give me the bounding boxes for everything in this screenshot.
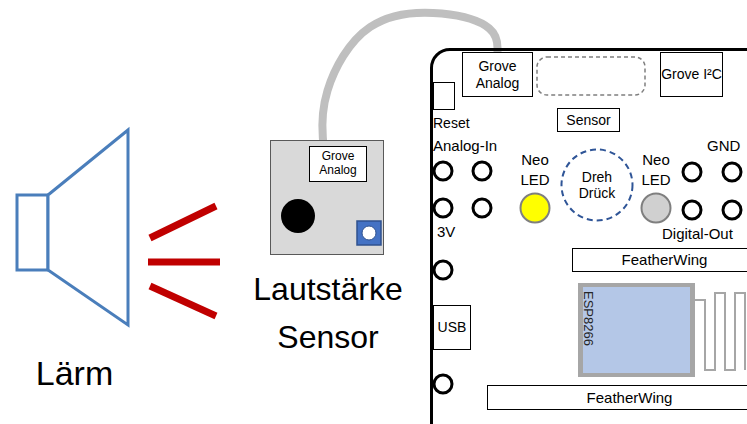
- pin-hole: [723, 163, 741, 181]
- rotary-encoder: Dreh Drück: [560, 148, 634, 222]
- potentiometer-knob: [362, 226, 376, 240]
- grove-connector: Grove Analog: [462, 52, 533, 97]
- sound-wave: [150, 206, 216, 238]
- microphone: [281, 199, 315, 233]
- led-outline: [642, 194, 671, 223]
- node-label: FeatherWing: [622, 251, 708, 268]
- node-label: Grove Analog: [463, 58, 532, 90]
- pin-hole: [683, 201, 701, 219]
- label-slot: FeatherWing: [573, 249, 747, 271]
- antenna-trace: [695, 293, 745, 370]
- label-slot: Lärm: [12, 353, 137, 394]
- pin-hole: [473, 162, 491, 180]
- optional-slot: [537, 57, 645, 95]
- label-slot: ESP8266: [596, 289, 651, 307]
- loudspeaker-graphic: [12, 125, 137, 330]
- sensor-chip: Sensor: [557, 108, 620, 132]
- label-slot: Lautstärke Sensor: [228, 265, 428, 361]
- neo-led-graphic: [519, 192, 551, 224]
- node-label: Reset: [433, 115, 470, 132]
- grove-connector: Grove Analog: [309, 146, 367, 182]
- node-label: Dreh Drück: [568, 169, 626, 201]
- sound-wave: [148, 259, 220, 266]
- node-label: USB: [438, 319, 467, 335]
- grove-connector: Grove I²C: [660, 52, 723, 97]
- node-label: ESP8266: [580, 291, 596, 346]
- node-label: Analog-In: [433, 137, 497, 155]
- node-label: GND: [707, 137, 740, 155]
- node-label: Digital-Out: [662, 225, 733, 243]
- node-label: Lärm: [12, 353, 137, 394]
- label-slot: USB: [434, 306, 470, 349]
- label-slot: Analog-In: [433, 137, 497, 155]
- wifi-module: ESP8266: [578, 283, 695, 377]
- label-slot: Grove Analog: [463, 53, 532, 96]
- pin-hole: [683, 163, 701, 181]
- pin-hole: [723, 201, 741, 219]
- neo-led-graphic: [640, 192, 672, 224]
- node-label: Sensor: [566, 112, 610, 128]
- node-label: FeatherWing: [587, 389, 673, 406]
- label-slot: GND: [707, 137, 740, 155]
- neo-led: Neo LED: [640, 192, 672, 224]
- speaker-cone: [48, 130, 128, 325]
- label-slot: Neo LED: [634, 150, 678, 190]
- sound-wave: [150, 286, 216, 316]
- node-label: Grove Analog: [310, 150, 366, 178]
- pin-hole: [434, 199, 452, 217]
- featherwing-header: FeatherWing: [572, 248, 747, 272]
- label-slot: Grove I²C: [661, 53, 722, 96]
- pin-hole: [434, 375, 452, 393]
- controller-board: Grove AnalogGrove I²CResetSensorNeo LEDD…: [430, 48, 747, 424]
- label-slot: Digital-Out: [662, 225, 733, 243]
- led-outline: [521, 194, 550, 223]
- label-slot: 3V: [437, 223, 455, 241]
- neo-led: Neo LED: [519, 192, 551, 224]
- label-slot: Reset: [433, 115, 470, 132]
- usb-port: USB: [433, 305, 471, 350]
- node-label: Grove I²C: [661, 66, 722, 82]
- label-slot: FeatherWing: [488, 386, 747, 409]
- pin-hole: [434, 261, 452, 279]
- pin-hole: [473, 199, 491, 217]
- potentiometer: [357, 221, 381, 245]
- node-label: Neo LED: [513, 150, 557, 190]
- label-slot: Sensor: [558, 109, 619, 131]
- speaker-body: [17, 195, 48, 270]
- module-shield: [583, 287, 690, 373]
- sound-sensor-module: Grove AnalogLautstärke Sensor: [270, 140, 384, 255]
- reset-button: Reset: [433, 82, 455, 110]
- node-label: Lautstärke Sensor: [228, 265, 428, 361]
- node-label: 3V: [437, 223, 455, 241]
- node-label: Neo LED: [634, 150, 678, 190]
- label-slot: Grove Analog: [310, 147, 366, 181]
- pin-hole: [434, 162, 452, 180]
- loudspeaker: Lärm: [12, 125, 137, 330]
- label-slot: Neo LED: [513, 150, 557, 190]
- encoder-outline: [562, 150, 633, 221]
- featherwing-header: FeatherWing: [487, 385, 747, 410]
- label-slot: Dreh Drück: [560, 148, 634, 222]
